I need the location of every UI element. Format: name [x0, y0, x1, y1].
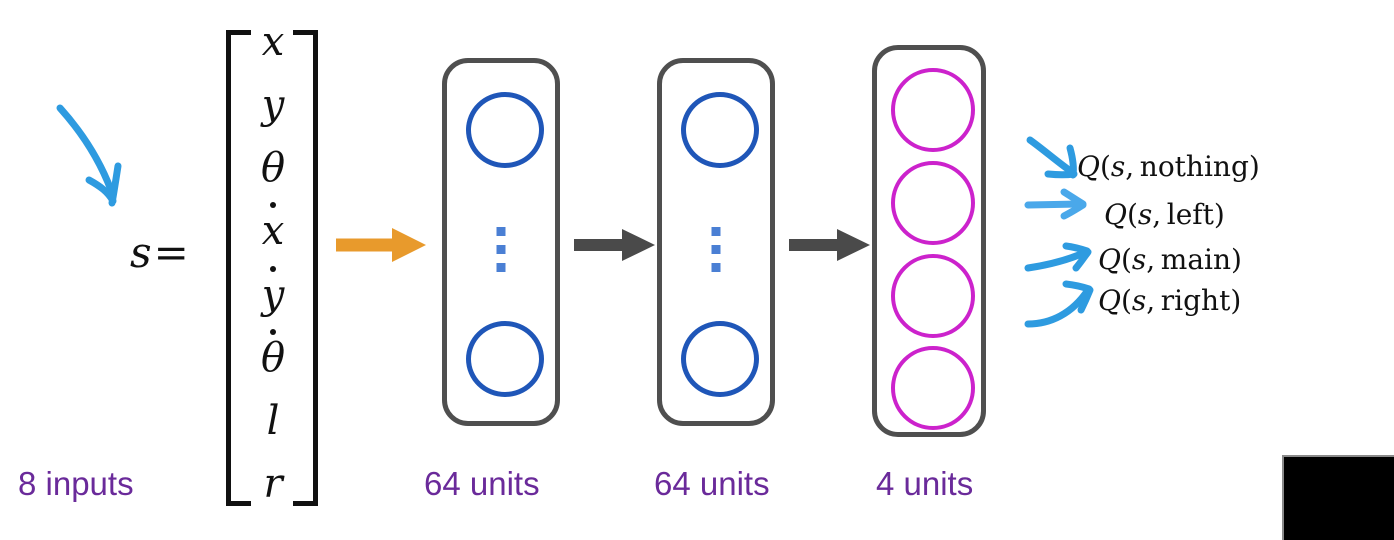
output-label-main: Q(s, main): [1098, 243, 1242, 276]
neuron-circle: [891, 254, 975, 338]
blue-handdrawn-arrow-icon: [1024, 188, 1087, 220]
state-symbol: s: [130, 228, 154, 277]
corner-overlay-block: [1282, 455, 1394, 540]
hidden-layer-1-box: [442, 58, 560, 426]
state-equation: s=: [130, 228, 191, 277]
output-layer-box: [872, 45, 986, 437]
output-label-left: Q(s, left): [1104, 198, 1225, 231]
neuron-circle: [466, 92, 544, 168]
neuron-circle: [681, 92, 759, 168]
vector-entry: θ: [244, 328, 302, 378]
output-arrow-group: [1024, 136, 1094, 328]
neuron-circle: [891, 161, 975, 245]
neuron-circle: [681, 321, 759, 397]
blue-handdrawn-arrow-icon: [1026, 136, 1078, 179]
hidden-layer-2-box: [657, 58, 775, 426]
vertical-ellipsis-icon: [496, 227, 506, 272]
vector-entry: θ: [260, 145, 286, 192]
vector-entry: l: [266, 397, 280, 444]
state-vector: x y θ x y θ l r: [226, 18, 318, 508]
output-label-nothing: Q(s, nothing): [1077, 150, 1260, 183]
caption-layer-3: 4 units: [876, 465, 974, 502]
vector-entry: x: [261, 19, 285, 65]
state-vector-entries: x y θ x y θ l r: [244, 22, 302, 504]
bracket-left-icon: [226, 30, 251, 506]
neuron-circle: [891, 346, 975, 430]
vector-entry: r: [263, 460, 283, 507]
output-label-right: Q(s, right): [1098, 284, 1242, 317]
time-derivative-dot-icon: [270, 265, 276, 272]
vertical-ellipsis-icon: [711, 227, 721, 272]
equals-sign: =: [153, 228, 191, 277]
vector-entry: y: [244, 265, 302, 315]
blue-handdrawn-arrow-icon: [1024, 280, 1094, 328]
gray-right-arrow-icon: [789, 229, 870, 261]
neuron-circle: [891, 68, 975, 152]
vector-entry: x: [244, 202, 302, 251]
gray-right-arrow-icon: [574, 229, 655, 261]
vector-entry: y: [261, 82, 285, 129]
time-derivative-dot-icon: [270, 202, 276, 209]
blue-handdrawn-curved-arrow-icon: [56, 104, 122, 207]
caption-layer-2: 64 units: [654, 465, 770, 502]
orange-right-arrow-icon: [336, 228, 426, 262]
caption-inputs: 8 inputs: [18, 465, 134, 502]
caption-layer-1: 64 units: [424, 465, 540, 502]
bracket-right-icon: [293, 30, 318, 506]
time-derivative-dot-icon: [270, 328, 276, 335]
neuron-circle: [466, 321, 544, 397]
blue-handdrawn-arrow-icon: [1024, 242, 1092, 272]
